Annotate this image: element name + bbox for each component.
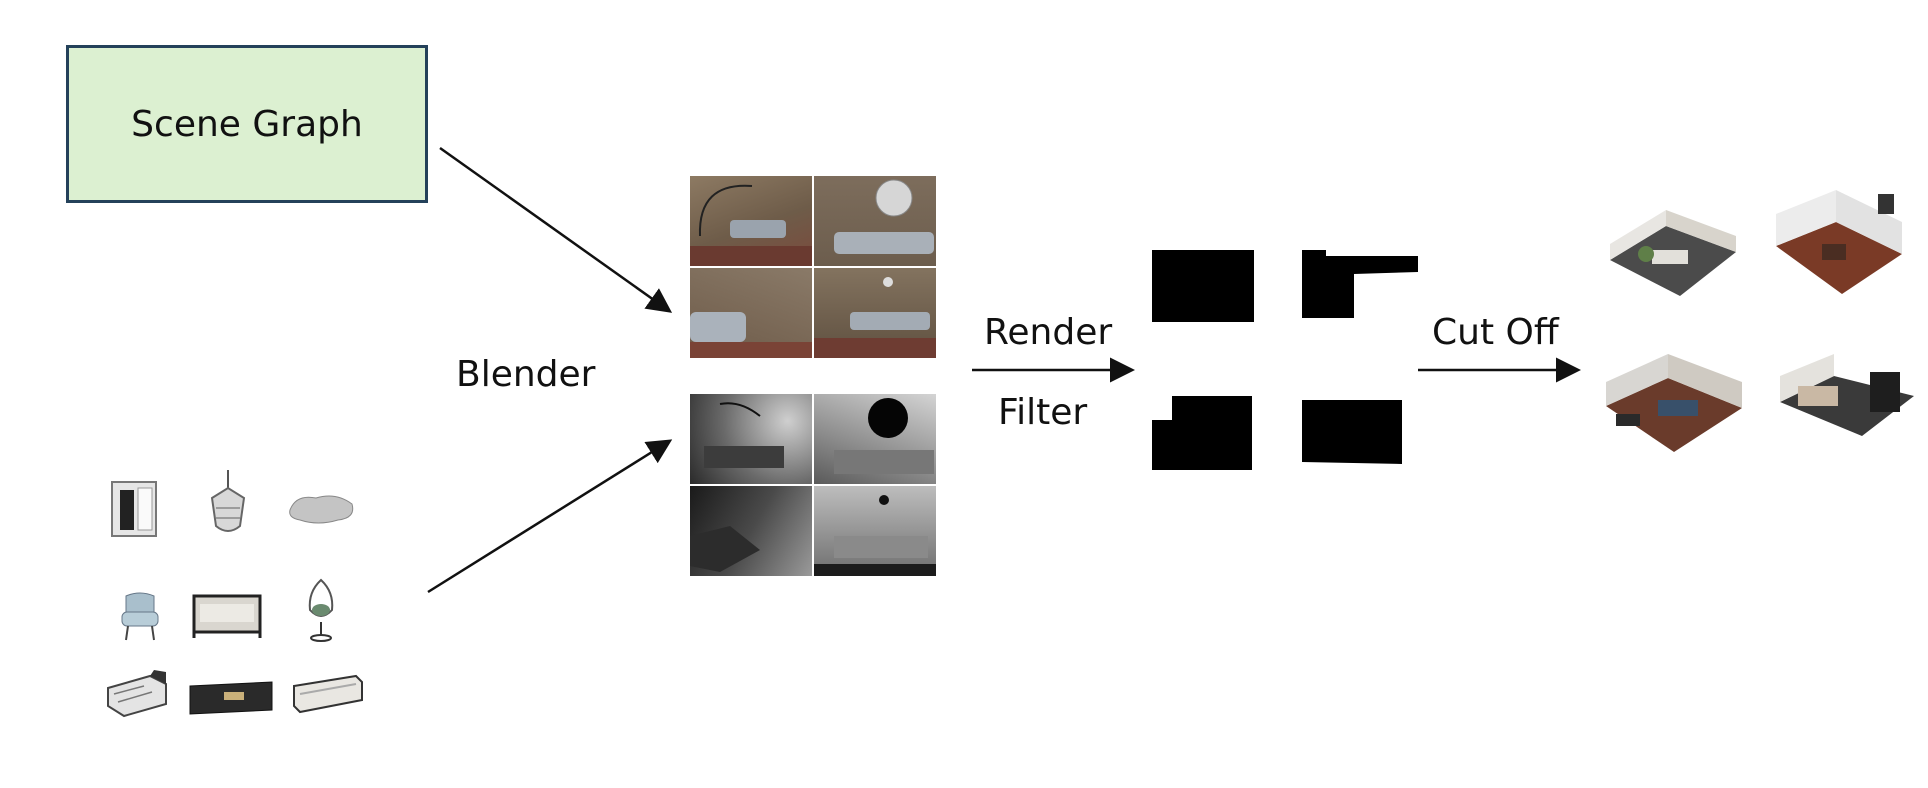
depth-render-2	[814, 394, 936, 484]
filter-label: Filter	[998, 392, 1088, 433]
hanging-chair-icon	[308, 578, 334, 642]
bed-icon	[107, 670, 167, 718]
rug-icon	[289, 495, 354, 524]
depth-render-3	[690, 486, 812, 576]
floor-mask-3	[1152, 396, 1252, 470]
arrow-scene-graph-to-renders	[439, 146, 673, 313]
floor-mask-4	[1302, 400, 1402, 464]
rgb-render-3	[690, 268, 812, 358]
render-label: Render	[984, 312, 1113, 353]
sofa-frame-icon	[192, 594, 262, 638]
blender-label: Blender	[456, 354, 596, 395]
floor-mask-1	[1152, 250, 1254, 322]
arrow-assets-to-renders	[427, 439, 673, 594]
tv-cabinet-icon	[189, 681, 273, 715]
scene-cutout-4	[1780, 354, 1914, 436]
chandelier-icon	[210, 470, 246, 532]
scene-cutout-1	[1610, 210, 1736, 296]
cut-off-label: Cut Off	[1432, 312, 1559, 353]
floor-mask-2	[1302, 250, 1418, 318]
depth-render-1	[690, 394, 812, 484]
scene-cutout-2	[1776, 190, 1902, 294]
depth-render-grid	[690, 394, 936, 576]
wardrobe-icon	[111, 481, 157, 537]
scene-graph-label: Scene Graph	[131, 103, 363, 145]
armchair-icon	[121, 592, 159, 641]
scene-cutout-3	[1606, 354, 1742, 452]
rgb-render-grid	[690, 176, 936, 358]
rgb-render-4	[814, 268, 936, 358]
asset-grid	[96, 460, 386, 730]
rgb-render-1	[690, 176, 812, 266]
depth-render-4	[814, 486, 936, 576]
rgb-render-2	[814, 176, 936, 266]
couch-icon	[293, 674, 363, 714]
scene-graph-box: Scene Graph	[66, 45, 428, 203]
